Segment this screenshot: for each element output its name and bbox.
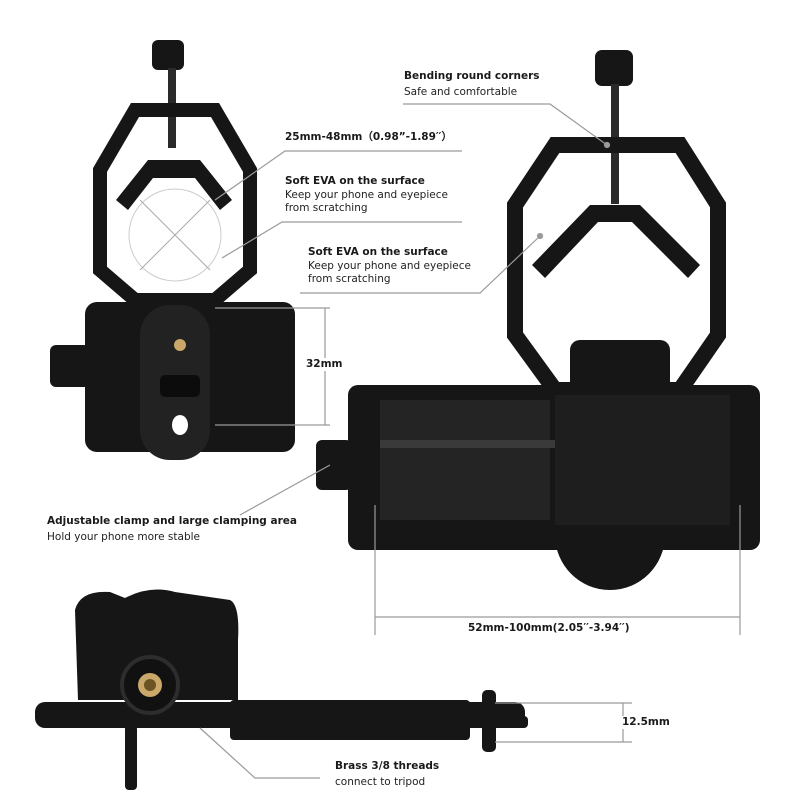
bending-text: Safe and comfortable xyxy=(404,86,518,98)
right-side-knob xyxy=(316,440,352,490)
left-brass-thread xyxy=(174,339,186,351)
right-v-clamp xyxy=(532,205,700,278)
eva-left-line1: Keep your phone and eyepiece xyxy=(285,189,448,201)
eyepiece-range-label: 25mm-48mm（0.98”-1.89′′） xyxy=(285,131,452,143)
right-adapter xyxy=(316,50,760,590)
right-adjust-knob xyxy=(595,50,633,86)
left-adapter xyxy=(50,40,295,460)
bending-title: Bending round corners xyxy=(404,70,540,82)
threads-text: connect to tripod xyxy=(335,776,426,788)
side-view-knob-block xyxy=(75,589,239,700)
eva-right-title: Soft EVA on the surface xyxy=(308,246,448,258)
clamp-text: Hold your phone more stable xyxy=(47,531,200,543)
thickness-dimension-label: 12.5mm xyxy=(622,716,670,729)
leader-lines xyxy=(199,103,741,779)
eva-right-line2: from scratching xyxy=(308,273,391,285)
side-view-adapter xyxy=(35,589,528,790)
left-adjust-knob xyxy=(152,40,184,70)
height-dimension-label: 32mm xyxy=(306,358,343,371)
eva-left-title: Soft EVA on the surface xyxy=(285,175,425,187)
width-dimension-label: 52mm-100mm(2.05′′-3.94′′) xyxy=(468,622,630,634)
threads-title: Brass 3/8 threads xyxy=(335,760,440,772)
clamp-title: Adjustable clamp and large clamping area xyxy=(47,515,297,527)
eva-left-line2: from scratching xyxy=(285,202,368,214)
left-v-clamp xyxy=(116,160,232,210)
eva-right-line1: Keep your phone and eyepiece xyxy=(308,260,471,272)
left-side-knob xyxy=(50,345,90,387)
left-hex-frame xyxy=(93,103,257,307)
